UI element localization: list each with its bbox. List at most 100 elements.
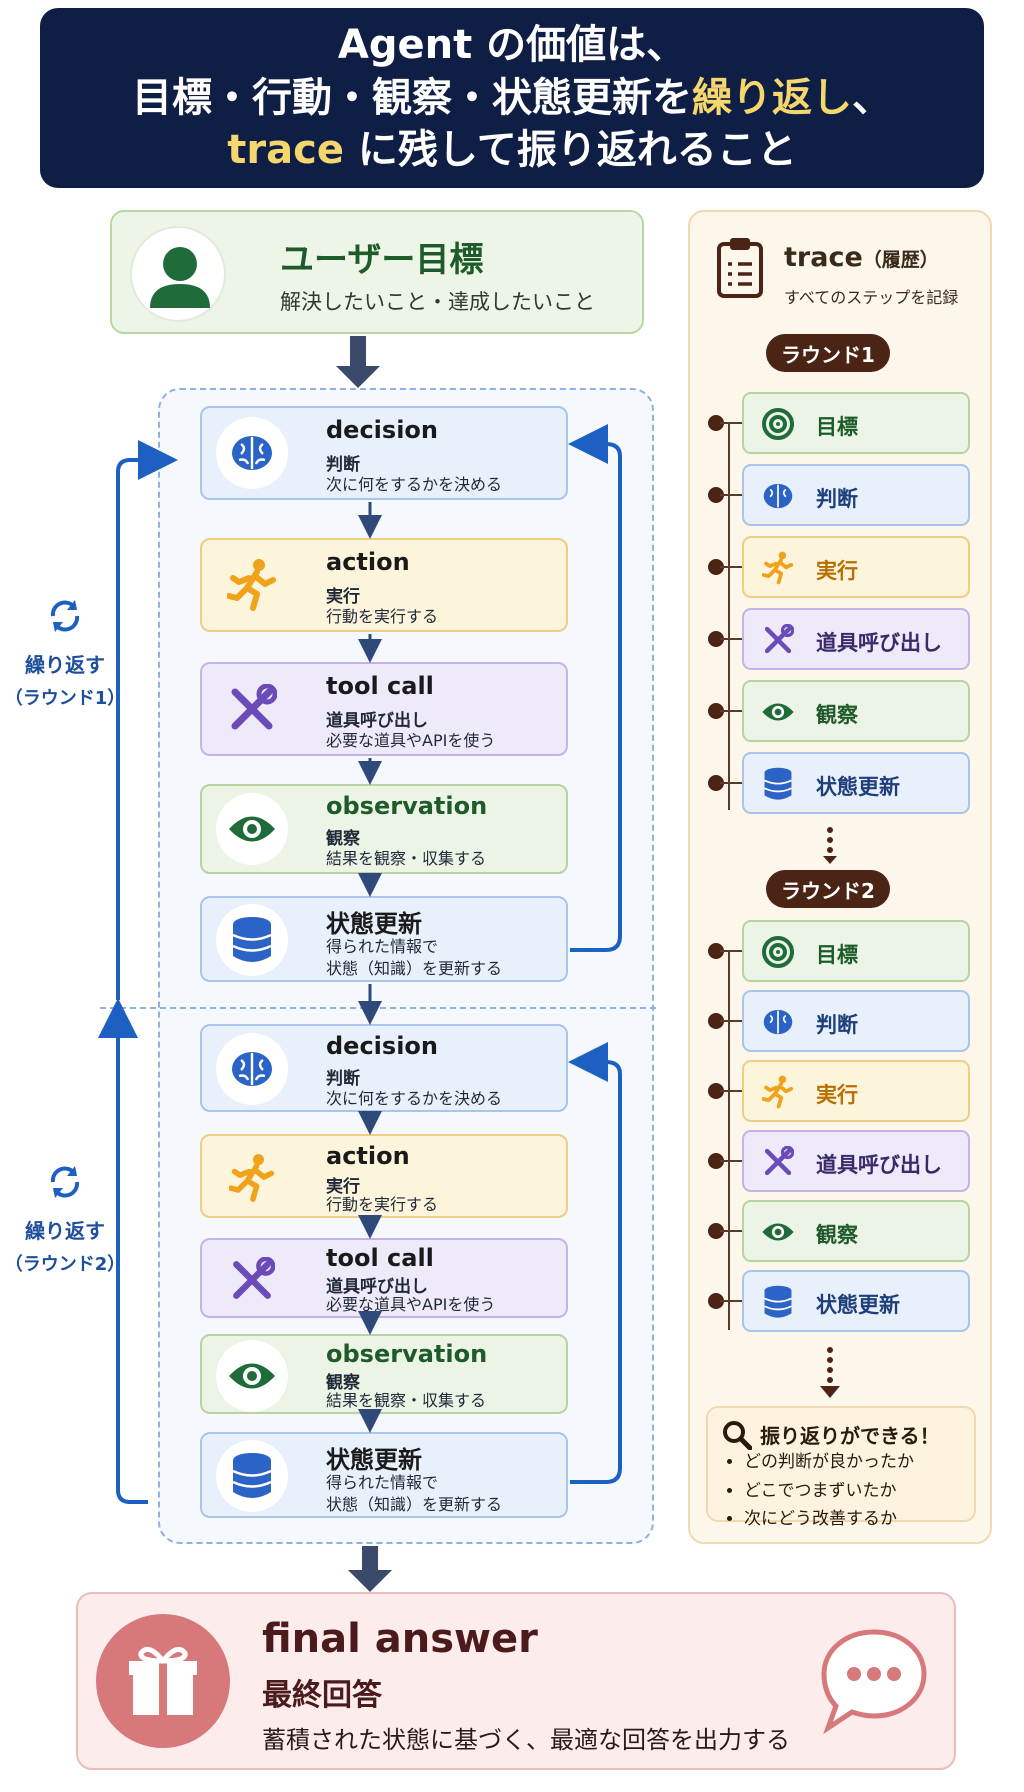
runner-icon (216, 549, 288, 621)
goal-subtitle: 解決したいこと・達成したいこと (280, 290, 595, 314)
step-label: 実行 (326, 1177, 360, 1197)
repeat-text: 繰り返す (25, 653, 105, 677)
timeline-line (728, 424, 730, 810)
trace-title-text: trace (784, 242, 863, 273)
step-label: 観察 (326, 829, 360, 849)
trace-item-label: 道具呼び出し (816, 631, 942, 655)
step-action-r1: action 実行 行動を実行する (200, 538, 568, 632)
step-desc: 行動を実行する (326, 607, 439, 626)
step-desc: 必要な道具やAPIを使う (326, 731, 496, 750)
trace-item-label: 目標 (816, 943, 858, 967)
trace-panel: trace（履歴） すべてのステップを記録 ラウンド1 ラウンド2 振り返りがで… (688, 210, 992, 1544)
step-label: 判断 (326, 455, 360, 475)
timeline-dot (708, 1223, 724, 1239)
timeline-line (728, 952, 730, 1330)
trace-item-label: 観察 (816, 1223, 858, 1247)
trace-item: 状態更新 (742, 1270, 970, 1332)
tools-icon (760, 1144, 796, 1180)
brain-icon (760, 1004, 796, 1040)
step-desc: 結果を観察・収集する (326, 1391, 487, 1410)
timeline-stub (720, 494, 744, 496)
runner-icon (216, 1142, 288, 1214)
timeline-stub (720, 1300, 744, 1302)
step-observation-r1: observation 観察 結果を観察・収集する (200, 784, 568, 874)
tools-icon (216, 673, 288, 745)
runner-icon (760, 1074, 796, 1110)
gift-icon (96, 1614, 230, 1748)
step-title: 状態更新 (326, 1446, 422, 1474)
down-arrow-icon (818, 1346, 842, 1400)
brain-icon (216, 417, 288, 489)
trace-item: 道具呼び出し (742, 608, 970, 670)
cycle-icon (50, 600, 80, 632)
step-desc-2: 状態（知識）を更新する (326, 959, 503, 978)
final-desc: 蓄積された状態に基づく、最適な回答を出力する (262, 1726, 790, 1754)
database-icon (760, 766, 796, 802)
trace-item-label: 判断 (816, 487, 858, 511)
timeline-stub (720, 1230, 744, 1232)
step-title: 状態更新 (326, 910, 422, 938)
target-icon (760, 406, 796, 442)
step-desc: 得られた情報で (326, 1473, 439, 1492)
step-title: observation (326, 792, 488, 820)
final-connector-head (348, 1570, 392, 1592)
database-icon (216, 904, 288, 976)
trace-item-label: 実行 (816, 559, 858, 583)
step-state-update-r2: 状態更新 得られた情報で 状態（知識）を更新する (200, 1432, 568, 1518)
repeat-label-round1: 繰り返す （ラウンド1） (4, 596, 126, 715)
timeline-dot (708, 415, 724, 431)
timeline-stub (720, 1090, 744, 1092)
trace-item-label: 状態更新 (816, 1293, 900, 1317)
step-title: decision (326, 416, 438, 444)
step-label: 道具呼び出し (326, 711, 428, 731)
trace-item-label: 目標 (816, 415, 858, 439)
reflection-point: どの判断が良かったか (744, 1448, 914, 1477)
runner-icon (760, 550, 796, 586)
reflection-list: どの判断が良かったか どこでつまずいたか 次にどう改善するか (722, 1448, 914, 1534)
trace-item: 目標 (742, 392, 970, 454)
trace-item: 目標 (742, 920, 970, 982)
timeline-stub (720, 638, 744, 640)
brain-icon (760, 478, 796, 514)
step-tool-call-r2: tool call 道具呼び出し 必要な道具やAPIを使う (200, 1238, 568, 1318)
speech-bubble-icon (818, 1624, 930, 1736)
trace-item-label: 実行 (816, 1083, 858, 1107)
round-text: （ラウンド2） (4, 1254, 126, 1275)
reflection-point: 次にどう改善するか (744, 1505, 914, 1534)
database-icon (216, 1440, 288, 1512)
final-answer-card: final answer 最終回答 蓄積された状態に基づく、最適な回答を出力する (76, 1592, 956, 1770)
database-icon (760, 1284, 796, 1320)
timeline-dot (708, 1013, 724, 1029)
tools-icon (760, 622, 796, 658)
header-text-2c: 、 (852, 74, 892, 121)
step-title: tool call (326, 1244, 434, 1272)
trace-item-label: 観察 (816, 703, 858, 727)
reflection-box: 振り返りができる！ どの判断が良かったか どこでつまずいたか 次にどう改善するか (706, 1406, 976, 1529)
goal-connector-head (336, 366, 380, 388)
step-decision-r1: decision 判断 次に何をするかを決める (200, 406, 568, 500)
goal-title: ユーザー目標 (280, 240, 484, 280)
step-title: tool call (326, 672, 434, 700)
tools-icon (216, 1244, 288, 1316)
step-title: action (326, 1142, 410, 1170)
trace-title: trace（履歴） (784, 242, 939, 273)
header-highlight-trace: trace (227, 127, 344, 174)
trace-item: 判断 (742, 990, 970, 1052)
header-highlight-repeat: 繰り返し (692, 74, 852, 121)
cycle-icon (50, 1166, 80, 1198)
trace-subtitle: すべてのステップを記録 (784, 288, 959, 307)
step-state-update-r1: 状態更新 得られた情報で 状態（知識）を更新する (200, 896, 568, 982)
step-desc: 次に何をするかを決める (326, 475, 503, 494)
trace-item: 判断 (742, 464, 970, 526)
step-label: 観察 (326, 1373, 360, 1393)
trace-item: 観察 (742, 680, 970, 742)
trace-round-2: ラウンド2 (766, 870, 890, 908)
step-desc: 次に何をするかを決める (326, 1089, 503, 1108)
trace-item: 観察 (742, 1200, 970, 1262)
loop-arrow-r1 (116, 440, 178, 1000)
magnifier-icon (722, 1420, 753, 1451)
timeline-stub (720, 710, 744, 712)
step-observation-r2: observation 観察 結果を観察・収集する (200, 1334, 568, 1414)
step-desc-2: 状態（知識）を更新する (326, 1495, 503, 1514)
header-line-3: trace に残して振り返れること (227, 124, 796, 177)
